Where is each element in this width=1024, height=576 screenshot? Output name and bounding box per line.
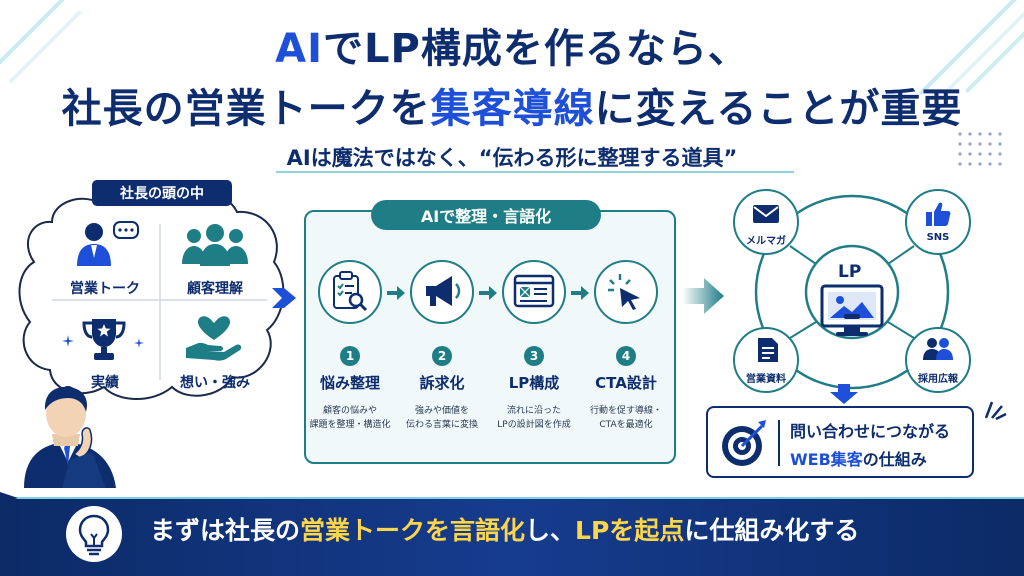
thumbs-up-icon <box>926 202 951 226</box>
subtitle: AIは魔法ではなく、“伝わる形に整理する道具” <box>286 146 738 170</box>
bottom-banner <box>0 492 1024 576</box>
step-title: LP構成 <box>508 374 560 392</box>
lightbulb-icon <box>66 506 122 562</box>
sparkle-icon <box>134 338 144 348</box>
monitor-icon <box>820 284 884 336</box>
step-icon-circle <box>318 260 382 324</box>
step-arrow <box>571 286 589 300</box>
node-label-newsletter: メルマガ <box>746 236 786 247</box>
result-highlight: WEB集客 <box>790 450 863 469</box>
step-number: 3 <box>524 346 544 366</box>
step-description: 強みや価値を伝わる言葉に変換 <box>405 406 478 430</box>
envelope-icon <box>753 205 779 223</box>
clipboard-search-icon <box>333 271 368 312</box>
step-description: 行動を促す導線・CTAを最適化 <box>589 406 662 430</box>
main-title-line1: AIでLP構成を作るなら、 <box>0 16 1024 74</box>
step-number: 4 <box>616 346 636 366</box>
step-number: 1 <box>340 346 360 366</box>
heart-hand-icon <box>186 316 242 361</box>
node-label-recruitment-pr: 採用広報 <box>918 374 958 385</box>
title-ai-text: AI <box>275 26 324 72</box>
node-label-sales-materials: 営業資料 <box>746 374 786 385</box>
step-icon-circle <box>502 260 566 324</box>
document-icon <box>758 338 778 362</box>
result-suffix: の仕組み <box>862 450 927 469</box>
step-description: 顧客の悩みや課題を整理・構造化 <box>309 406 391 430</box>
burst-lines-icon <box>984 401 1007 420</box>
step-arrow <box>479 286 497 300</box>
step-title: 訴求化 <box>419 374 465 392</box>
quad-label-customer-understanding: 顧客理解 <box>187 281 243 297</box>
quad-label-achievements: 実績 <box>91 375 119 391</box>
cursor-click-icon <box>608 274 640 310</box>
title-line2-highlight: 集客導線 <box>430 86 595 132</box>
title-line2-prefix: 社長の営業トークを <box>61 86 431 132</box>
webpage-layout-icon <box>513 274 555 308</box>
quad-label-passion-strengths: 想い・強み <box>180 375 250 391</box>
title-line1-rest: でLP構成を作るなら、 <box>323 26 749 72</box>
people-group-icon <box>182 224 248 266</box>
thinking-man-illustration <box>24 386 116 488</box>
banner-message: まずは社長の営業トークを言語化し、LPを起点に仕組み化する <box>150 516 860 545</box>
flow-arrow-large <box>682 278 724 314</box>
step-title: CTA設計 <box>595 374 657 392</box>
sparkle-icon <box>62 335 74 347</box>
trophy-icon <box>82 319 126 360</box>
step-arrow <box>387 286 405 300</box>
lp-center-label: LP <box>838 262 862 282</box>
subtitle-underline <box>276 171 794 173</box>
result-line2: WEB集客の仕組み <box>790 446 927 470</box>
decor-dots <box>958 132 1002 166</box>
node-label-sns: SNS <box>926 232 950 243</box>
target-icon <box>722 420 766 466</box>
result-divider <box>778 420 780 466</box>
main-title-line2: 社長の営業トークを集客導線に変えることが重要 <box>0 76 1024 134</box>
ai-process-panel <box>304 210 676 464</box>
quad-label-sales-talk: 営業トーク <box>70 281 140 297</box>
panel-label: AIで整理・言語化 <box>371 200 601 230</box>
cloud-label: 社長の頭の中 <box>92 180 232 206</box>
people-icon <box>923 338 953 360</box>
megaphone-icon <box>426 276 461 306</box>
result-line1: 問い合わせにつながる <box>790 422 951 441</box>
step-number: 2 <box>432 346 452 366</box>
step-title: 悩み整理 <box>319 374 380 392</box>
flow-arrow <box>272 288 296 308</box>
title-line2-suffix: に変えることが重要 <box>594 86 963 132</box>
down-arrow <box>830 384 858 404</box>
businessman-speech-icon <box>77 221 139 266</box>
